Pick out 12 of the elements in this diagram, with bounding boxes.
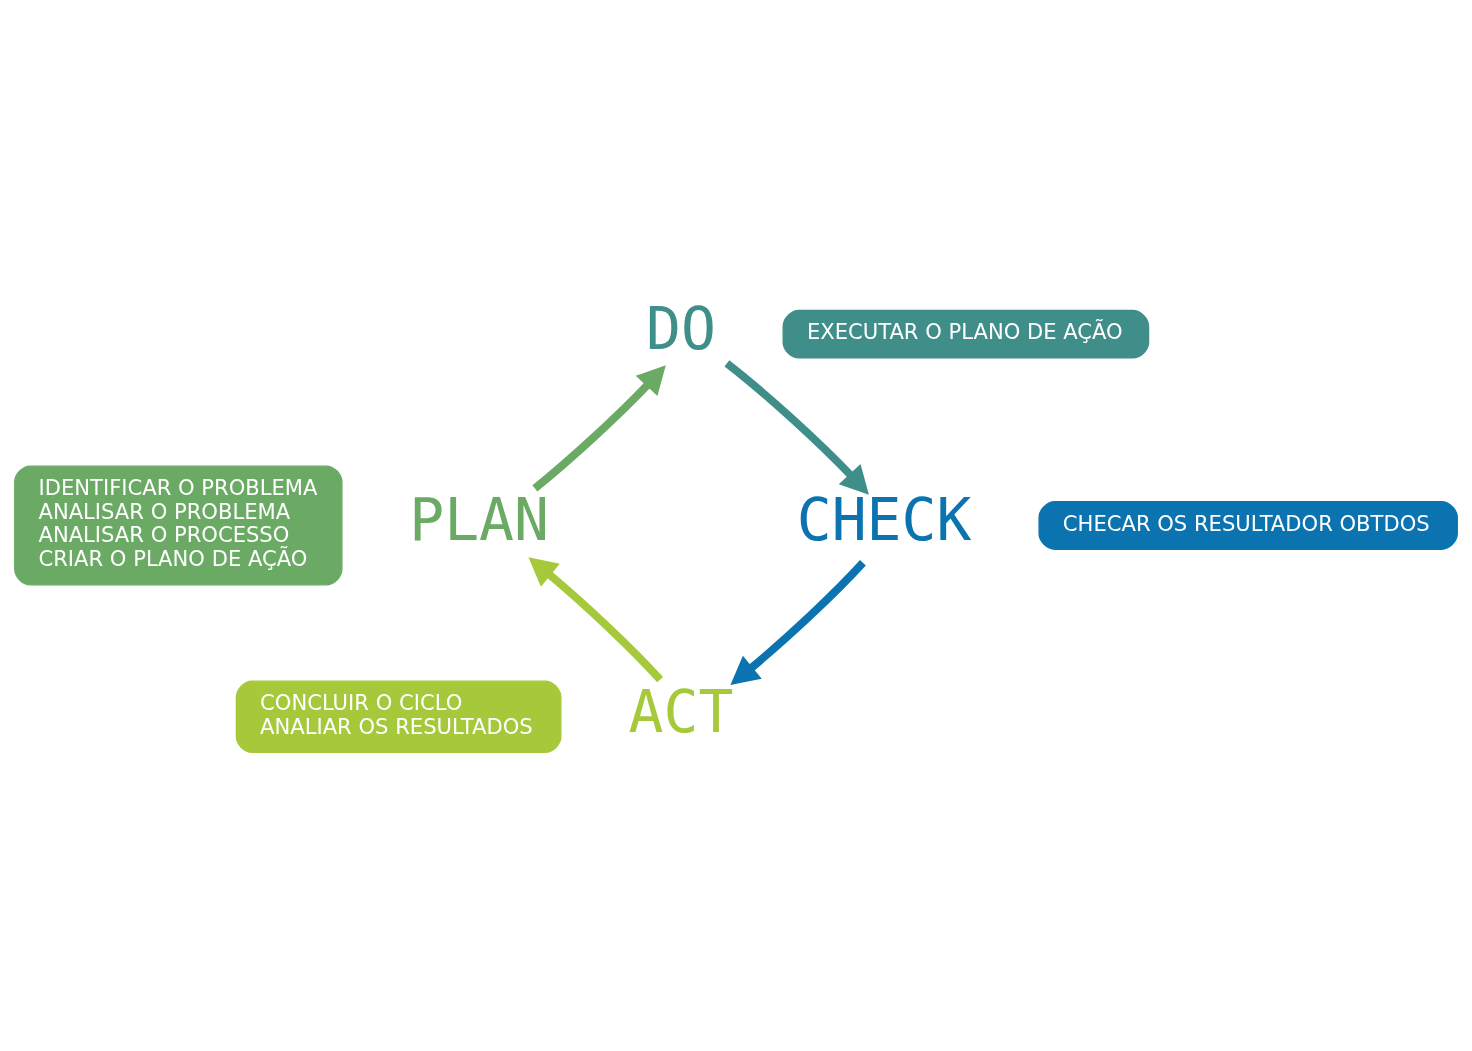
arrow: [532, 365, 666, 492]
node-text: ACT: [628, 677, 734, 746]
node-text: PLAN: [409, 486, 549, 555]
node-box: CHECAR OS RESULTADOR OBTDOS: [1038, 501, 1458, 550]
node-text: DO: [645, 294, 716, 363]
node-text: CHECK: [796, 486, 972, 555]
arrow: [730, 560, 866, 686]
node-box: CONCLUIR O CICLO ANALIAR OS RESULTADOS: [235, 680, 562, 754]
node-box: EXECUTAR O PLANO DE AÇÃO: [782, 309, 1150, 359]
arrow: [528, 557, 664, 683]
arrow: [724, 360, 869, 495]
node-box: IDENTIFICAR O PROBLEMA ANALISAR O PROBLEMA ANALISAR O PROCESSO CRIAR O PLANO DE AÇÃO: [14, 465, 343, 586]
